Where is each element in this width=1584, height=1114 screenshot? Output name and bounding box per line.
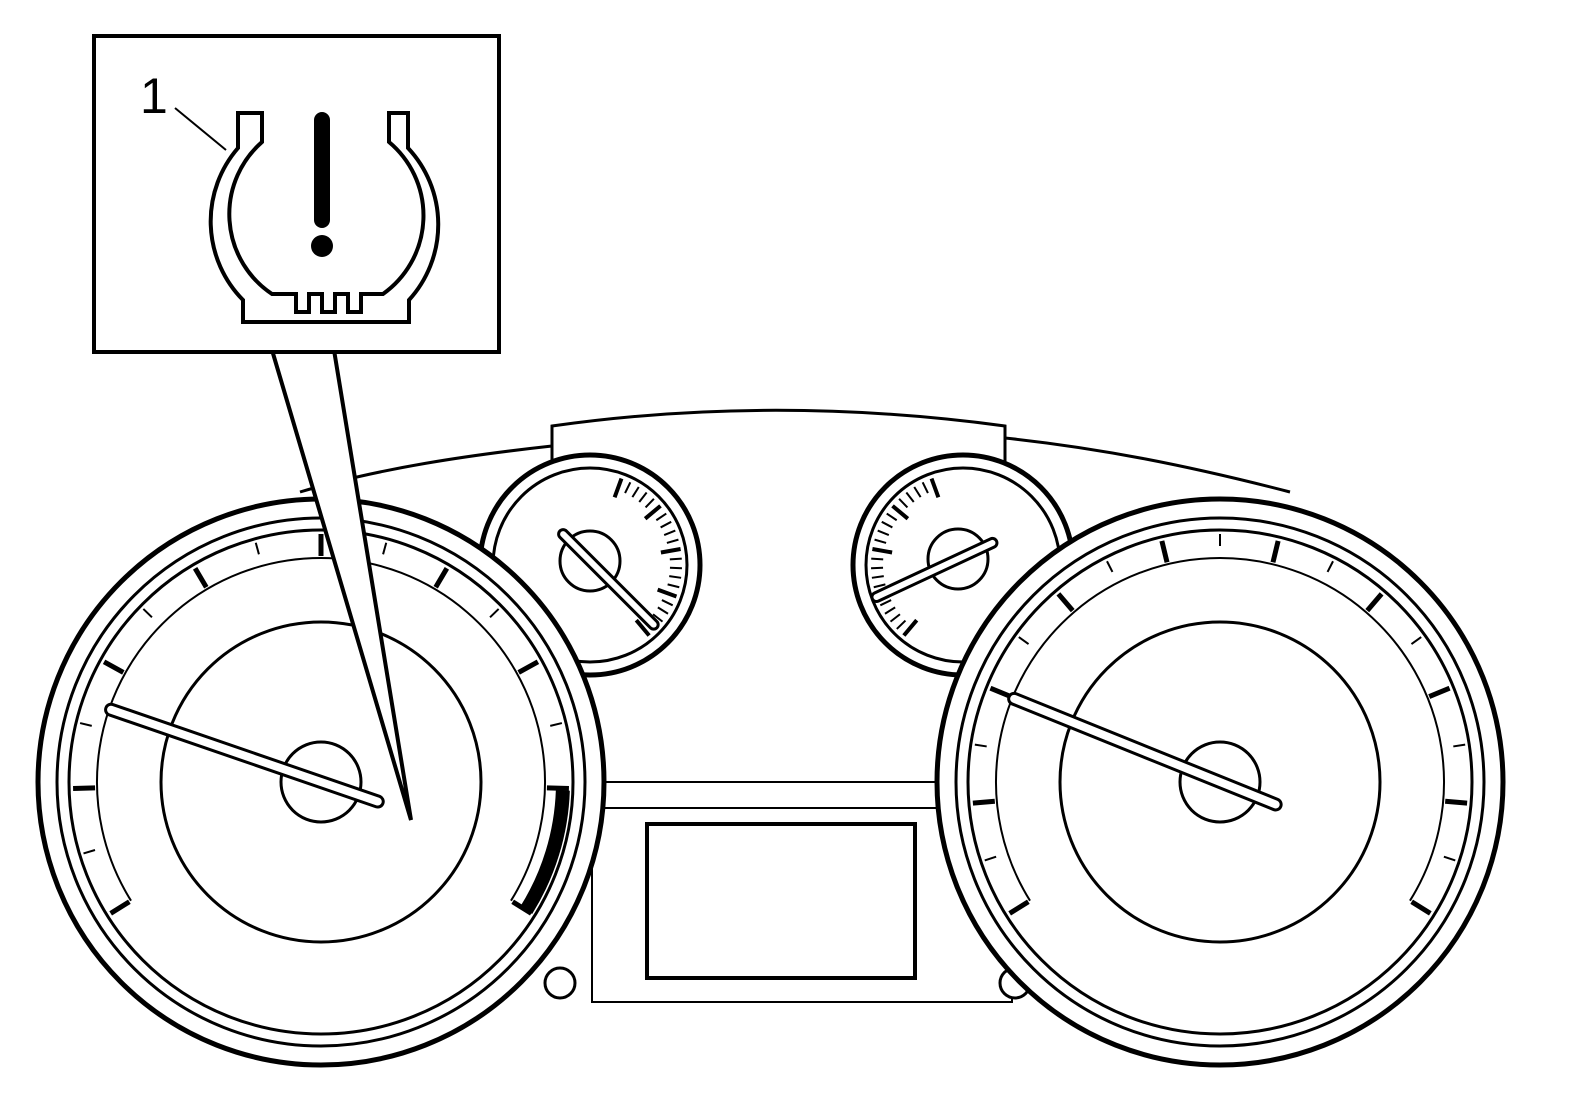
- gauge-minor-tick: [1326, 560, 1334, 573]
- gauge-minor-tick: [974, 743, 987, 748]
- small-gauge-tick: [913, 486, 922, 498]
- small-gauge-tick: [655, 512, 667, 522]
- gauge-red-zone: [520, 790, 570, 914]
- callout-1: 1: [140, 68, 227, 151]
- small-gauge-tick: [663, 529, 676, 536]
- gauge-minor-tick: [1453, 743, 1466, 748]
- small-gauge-tick: [660, 520, 672, 529]
- small-gauge-tick: [631, 486, 640, 498]
- small-gauge-tick: [872, 547, 893, 555]
- gauge-scale-arc: [96, 557, 546, 902]
- gauge-major-tick: [433, 567, 450, 589]
- gauge-minor-tick: [1106, 560, 1114, 573]
- small-gauge-tick: [643, 504, 662, 521]
- gauge-major-tick: [73, 785, 96, 791]
- small-gauge-tick: [634, 618, 651, 637]
- tachometer: [35, 496, 607, 1068]
- small-gauge-tick: [905, 491, 915, 503]
- speedometer: [934, 496, 1506, 1068]
- gauge-bezel-ring: [966, 528, 1474, 1036]
- small-gauge-tick: [657, 606, 669, 615]
- small-gauge-tick: [656, 587, 678, 599]
- center-display: [645, 822, 917, 980]
- gauge-minor-tick: [254, 542, 260, 555]
- small-gauge-tick: [666, 538, 679, 544]
- gauge-dial-face: [159, 620, 483, 944]
- small-gauge-tick: [873, 583, 886, 589]
- gauge-major-tick: [989, 685, 1012, 699]
- gauge-dial-face: [1058, 620, 1382, 944]
- gauge-major-tick: [972, 798, 996, 806]
- gauge-minor-tick: [1018, 636, 1030, 645]
- small-gauge-tick: [669, 575, 682, 579]
- gauge-minor-tick: [79, 722, 93, 727]
- gauge-major-tick: [109, 899, 131, 916]
- gauge-bezel-inner: [954, 516, 1486, 1048]
- gauge-major-tick: [546, 785, 569, 791]
- gauge-minor-tick: [382, 542, 388, 555]
- small-gauge-tick: [669, 557, 682, 561]
- small-gauge-tick: [879, 599, 892, 607]
- small-gauge-tick: [871, 575, 884, 579]
- gauge-major-tick: [1428, 685, 1451, 699]
- small-gauge-needle: [560, 531, 657, 628]
- gauge-major-tick: [102, 659, 125, 675]
- gauge-major-tick: [192, 567, 209, 589]
- gauge-major-tick: [1056, 592, 1075, 613]
- gauge-scale-arc: [995, 557, 1445, 902]
- small-gauge-tick: [612, 477, 624, 499]
- gauge-minor-tick: [1410, 636, 1422, 645]
- gauge-minor-tick: [83, 849, 96, 855]
- small-gauge-tick: [644, 498, 655, 509]
- small-gauge-tick: [638, 491, 648, 503]
- small-gauge-tick: [881, 520, 893, 529]
- small-gauge-tick: [667, 583, 680, 589]
- small-gauge-tick: [661, 599, 674, 607]
- small-gauge-tick: [898, 498, 909, 509]
- gauge-major-tick: [1159, 540, 1170, 563]
- gauge-major-tick: [1270, 540, 1281, 563]
- gauge-major-tick: [1365, 592, 1384, 613]
- small-gauge-tick: [871, 557, 884, 561]
- gauge-bezel-ring: [67, 528, 575, 1036]
- small-gauge-needle: [873, 539, 996, 601]
- small-gauge-tick: [624, 481, 632, 494]
- gauge-minor-tick: [1443, 855, 1456, 862]
- gauge-major-tick: [517, 659, 540, 675]
- small-gauge-tick: [660, 547, 681, 555]
- gauge-needle: [107, 705, 382, 806]
- small-gauge-tick: [889, 613, 901, 623]
- small-gauge-tick: [891, 504, 910, 521]
- gauge-needle: [1010, 694, 1280, 809]
- gauge-minor-tick: [489, 608, 500, 619]
- small-gauge-tick: [877, 529, 890, 536]
- gauge-minor-tick: [984, 855, 997, 862]
- gauge-minor-tick: [142, 608, 153, 619]
- small-gauge-tick: [902, 618, 919, 637]
- small-gauge-tick: [886, 512, 898, 522]
- gauge-major-tick: [1410, 899, 1432, 916]
- small-gauge-tick: [884, 606, 896, 615]
- callout-number: 1: [140, 68, 168, 124]
- small-gauge-tick: [874, 538, 887, 544]
- small-gauge-tick: [896, 619, 907, 630]
- gauge-major-tick: [1444, 798, 1468, 806]
- tire-pressure-warning-icon: [208, 111, 441, 324]
- small-gauge-tick: [929, 477, 941, 499]
- small-gauge-tick: [652, 613, 664, 623]
- gauge-major-tick: [1008, 899, 1030, 916]
- small-gauge-tick: [921, 481, 929, 494]
- gauge-minor-tick: [549, 722, 563, 727]
